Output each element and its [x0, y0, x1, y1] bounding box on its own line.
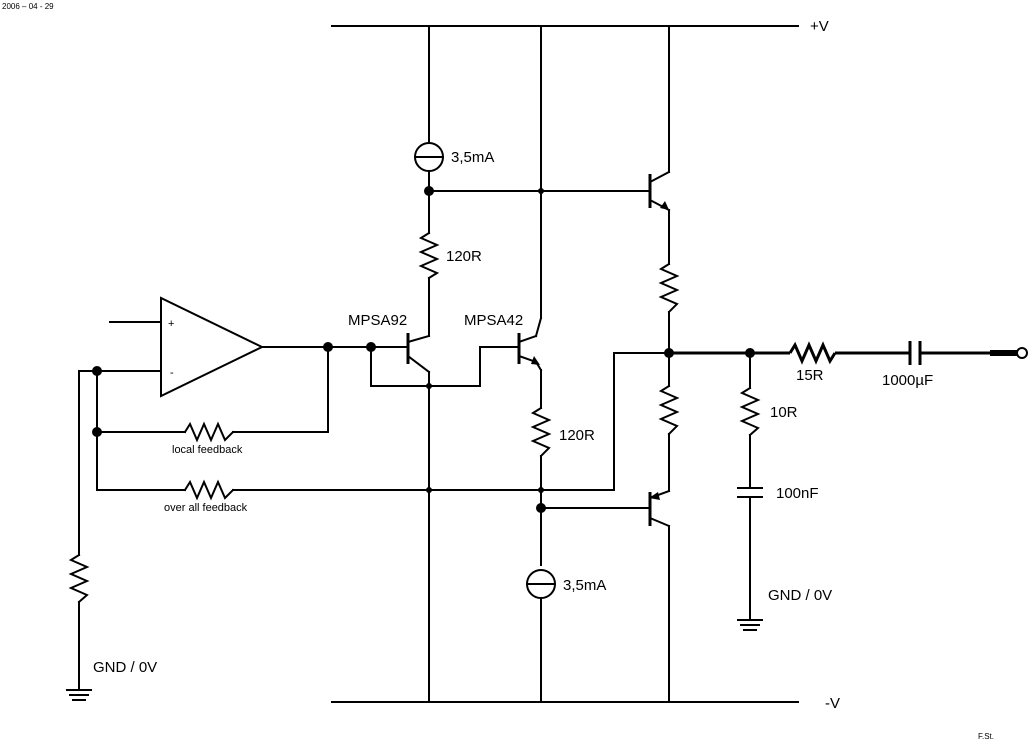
- negative-rail-label: -V: [825, 695, 840, 712]
- resistor-bottom-120-icon: [530, 406, 552, 458]
- resistor-local-feedback-icon: [183, 421, 235, 443]
- current-source-bottom-icon: [526, 569, 556, 599]
- resistor-ground-icon: [68, 553, 90, 604]
- positive-rail-label: +V: [810, 18, 829, 35]
- current-source-bottom-label: 3,5mA: [563, 577, 606, 594]
- overall-feedback-label: over all feedback: [164, 502, 248, 514]
- capacitor-output-icon: [908, 341, 922, 365]
- local-feedback-label: local feedback: [172, 444, 243, 456]
- opamp-plus-label: +: [168, 318, 174, 330]
- current-source-top-label: 3,5mA: [451, 149, 494, 166]
- ground-right-label: GND / 0V: [768, 587, 832, 604]
- opamp-minus-label: -: [170, 367, 174, 379]
- opamp-icon: [160, 296, 265, 398]
- resistor-top-120-icon: [418, 231, 440, 280]
- capacitor-zobel-label: 100nF: [776, 485, 819, 502]
- resistor-15r-icon: [788, 341, 837, 365]
- resistor-zobel-label: 10R: [770, 404, 798, 421]
- resistor-overall-feedback-icon: [183, 479, 235, 501]
- resistor-lower-emitter-icon: [658, 384, 680, 436]
- resistor-15r-label: 15R: [796, 367, 824, 384]
- resistor-top-120-label: 120R: [446, 248, 482, 265]
- capacitor-output-label: 1000µF: [882, 372, 933, 389]
- resistor-bottom-120-label: 120R: [559, 427, 595, 444]
- ground-right-icon: [737, 619, 763, 631]
- transistor-left-label: MPSA92: [348, 312, 407, 329]
- resistor-zobel-icon: [739, 386, 761, 437]
- junction-dots: [92, 186, 755, 513]
- ground-left-icon: [66, 689, 92, 701]
- author-label: F.St.: [978, 732, 994, 741]
- resistor-upper-emitter-icon: [658, 262, 680, 314]
- capacitor-zobel-icon: [737, 487, 763, 498]
- current-source-top-icon: [414, 142, 444, 172]
- ground-left-label: GND / 0V: [93, 659, 157, 676]
- date-label: 2006 – 04 - 29: [2, 2, 54, 11]
- transistor-right-label: MPSA42: [464, 312, 523, 329]
